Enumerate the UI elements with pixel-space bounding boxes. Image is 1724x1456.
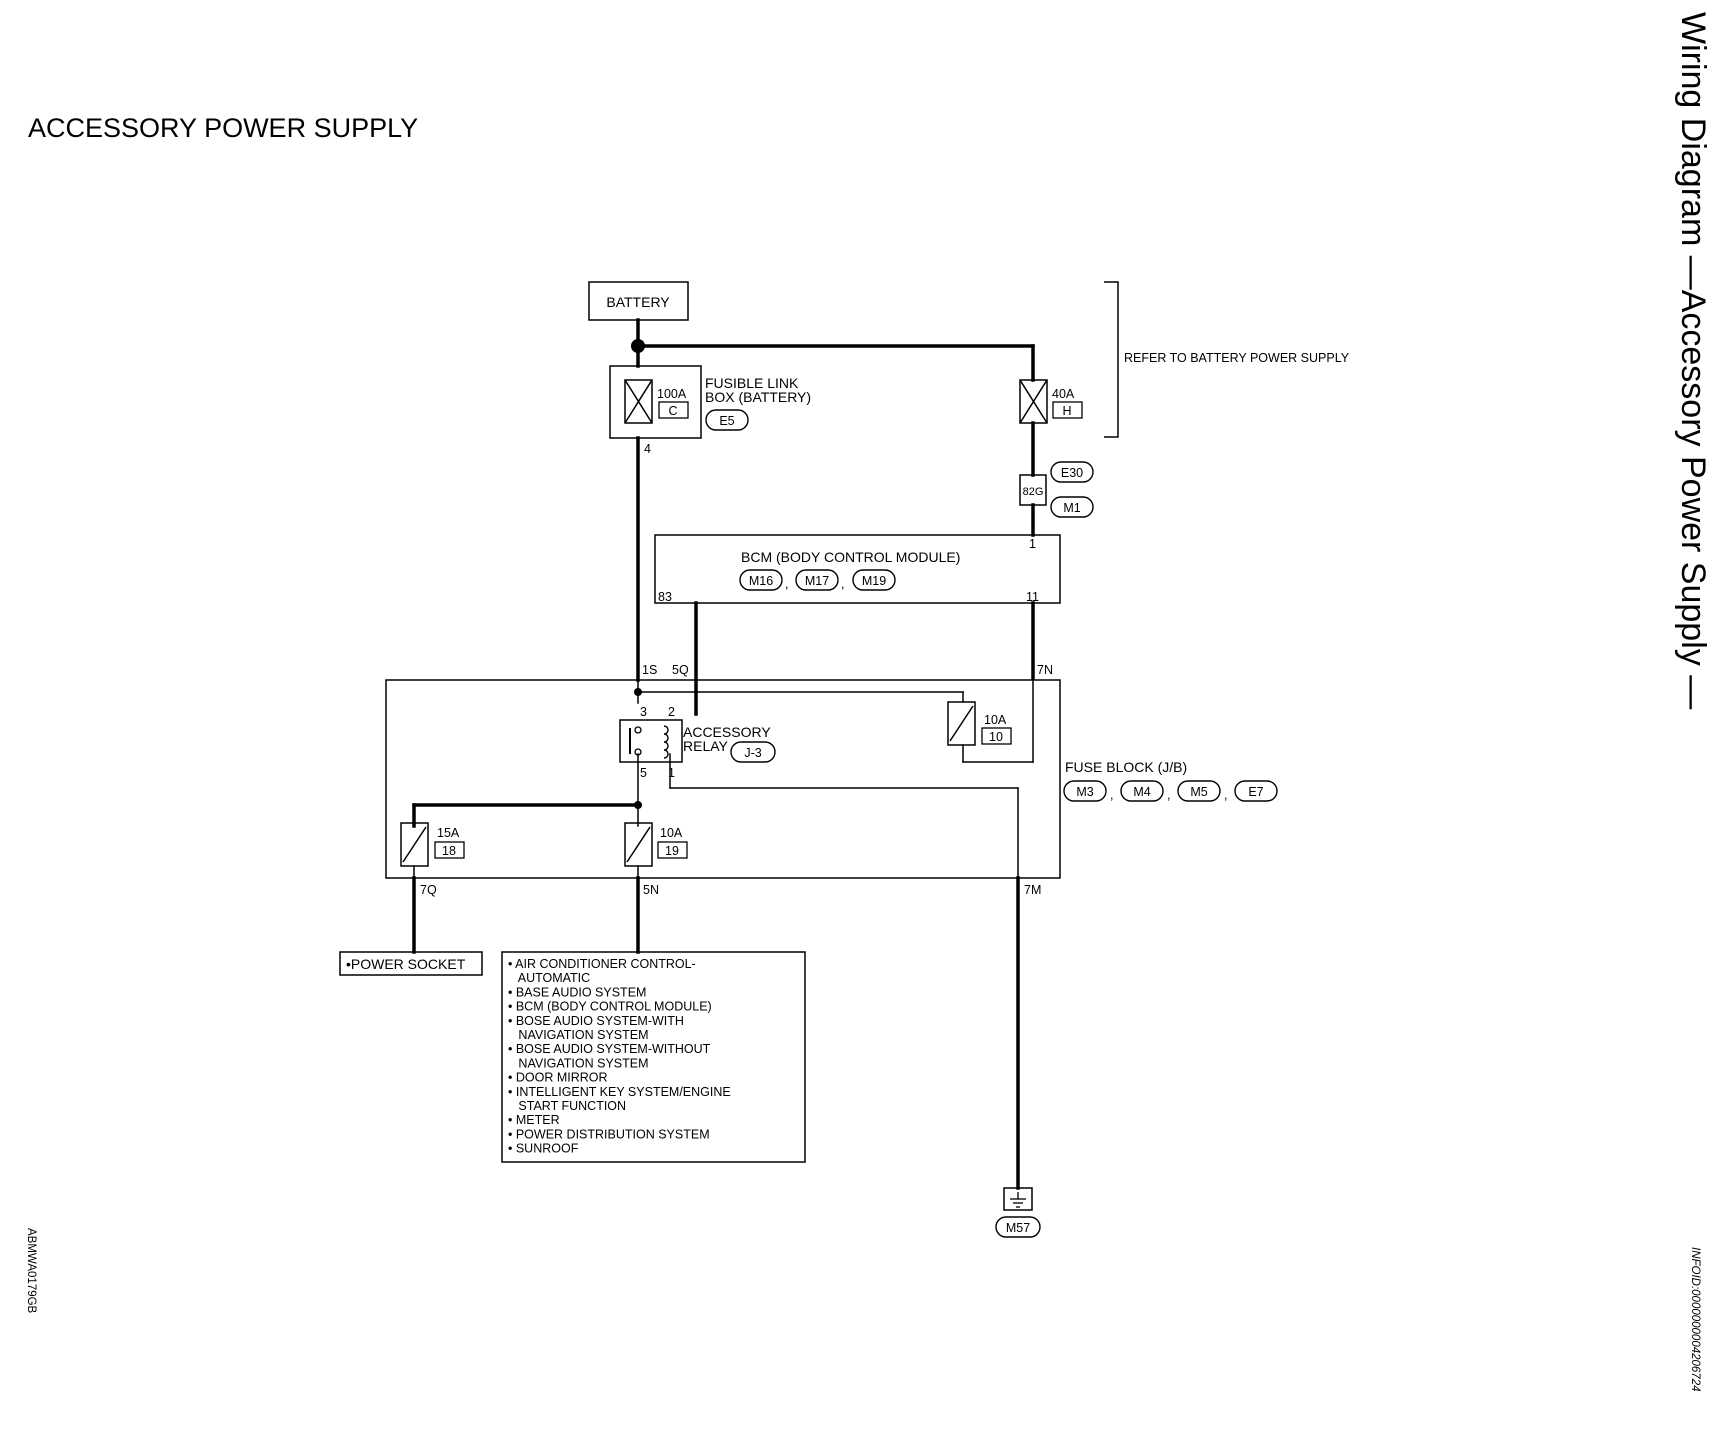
relay-label-2: RELAY bbox=[683, 738, 729, 754]
fuse-18: 15A 18 bbox=[400, 822, 465, 867]
junction-dot bbox=[634, 688, 642, 696]
ground: M57 bbox=[995, 1187, 1041, 1238]
harness-connector-code: 82G bbox=[1023, 486, 1044, 498]
loads-list-item: • BASE AUDIO SYSTEM bbox=[508, 985, 646, 999]
bcm-connector-m19: M19 bbox=[862, 574, 886, 588]
fuse-10-id: 10 bbox=[989, 730, 1003, 744]
fuse-block-connector-sep: , bbox=[1167, 788, 1170, 802]
fuse-block-connector-sep: , bbox=[1110, 788, 1113, 802]
side-title: Wiring Diagram —Accessory Power Supply — bbox=[1674, 12, 1712, 709]
fuse-18-rating: 15A bbox=[437, 826, 460, 840]
fuse-block-term-5n: 5N bbox=[643, 883, 659, 897]
harness-connector-bottom: M1 bbox=[1063, 501, 1080, 515]
fuse-block-term-1s: 1S bbox=[642, 663, 657, 677]
loads-list-item: NAVIGATION SYSTEM bbox=[508, 1056, 649, 1070]
accessory-relay: 3 2 5 1 ACCESSORY RELAY J-3 bbox=[619, 705, 776, 780]
fuse-block-connector-e7: E7 bbox=[1248, 785, 1263, 799]
fuse-block-connector-m3: M3 bbox=[1076, 785, 1093, 799]
loads-list-item: START FUNCTION bbox=[508, 1099, 626, 1113]
loads-list-item: • DOOR MIRROR bbox=[508, 1071, 608, 1085]
fuse-block-term-5q: 5Q bbox=[672, 663, 689, 677]
bcm-terminal-11: 11 bbox=[1026, 590, 1039, 604]
bcm-label: BCM (BODY CONTROL MODULE) bbox=[741, 549, 960, 565]
harness-connector-top: E30 bbox=[1061, 466, 1083, 480]
fuse-10-rating: 10A bbox=[984, 713, 1007, 727]
fuse-block-connector-m4: M4 bbox=[1133, 785, 1150, 799]
loads-list-item: • INTELLIGENT KEY SYSTEM/ENGINE bbox=[508, 1085, 731, 1099]
loads-list-item: • BOSE AUDIO SYSTEM-WITH bbox=[508, 1014, 684, 1028]
fusible-link-terminal: 4 bbox=[644, 442, 651, 456]
relay-connector: J-3 bbox=[744, 746, 761, 760]
loads-list-item: • BCM (BODY CONTROL MODULE) bbox=[508, 1000, 712, 1014]
fuse-40a-id: H bbox=[1062, 404, 1071, 418]
fuse-18-id: 18 bbox=[442, 844, 456, 858]
loads-list-item: • POWER DISTRIBUTION SYSTEM bbox=[508, 1127, 710, 1141]
fuse-block-term-7m: 7M bbox=[1024, 883, 1041, 897]
fusible-link-label-2: BOX (BATTERY) bbox=[705, 389, 811, 405]
loads-list-item: • SUNROOF bbox=[508, 1142, 579, 1156]
fuse-block: 1S 5Q 7N 7Q 5N 7M FUSE BLOCK (J/B) M3 , … bbox=[385, 663, 1278, 897]
loads-list-item: • METER bbox=[508, 1113, 560, 1127]
relay-pin-2: 2 bbox=[668, 705, 675, 719]
fusible-link-connector: E5 bbox=[719, 414, 734, 428]
fuse-block-term-7n: 7N bbox=[1037, 663, 1053, 677]
fuse-block-label: FUSE BLOCK (J/B) bbox=[1065, 759, 1187, 775]
bcm-connector-sep: , bbox=[841, 577, 844, 591]
fuse-19-id: 19 bbox=[665, 844, 679, 858]
power-socket: •POWER SOCKET bbox=[339, 951, 483, 976]
loads-list: • AIR CONDITIONER CONTROL- AUTOMATIC• BA… bbox=[501, 951, 806, 1163]
harness-connector-82g: 82G E30 M1 bbox=[1019, 461, 1094, 518]
loads-list-item: AUTOMATIC bbox=[508, 971, 590, 985]
fuse-block-connector-sep: , bbox=[1224, 788, 1227, 802]
junction-dot bbox=[634, 801, 642, 809]
relay-pin-5: 5 bbox=[640, 766, 647, 780]
fuse-19: 10A 19 bbox=[624, 822, 688, 867]
fuse-40a-rating: 40A bbox=[1052, 387, 1075, 401]
power-socket-label: •POWER SOCKET bbox=[346, 956, 466, 972]
ground-connector: M57 bbox=[1006, 1221, 1030, 1235]
fusible-link-label: FUSIBLE LINK bbox=[705, 375, 799, 391]
bcm-connector-m16: M16 bbox=[749, 574, 773, 588]
fuse-19-rating: 10A bbox=[660, 826, 683, 840]
loads-list-item: • BOSE AUDIO SYSTEM-WITHOUT bbox=[508, 1042, 711, 1056]
relay-pin-1: 1 bbox=[668, 766, 675, 780]
fuse-10: 10A 10 bbox=[947, 701, 1012, 746]
bcm-connector-m17: M17 bbox=[805, 574, 829, 588]
bcm-terminal-83: 83 bbox=[658, 590, 672, 604]
refer-note: REFER TO BATTERY POWER SUPPLY bbox=[1124, 351, 1350, 365]
bcm-terminal-1: 1 bbox=[1029, 537, 1036, 551]
fusible-link-fuse-id: C bbox=[668, 404, 677, 418]
page-title: ACCESSORY POWER SUPPLY bbox=[28, 113, 418, 143]
fusible-link-box: 100A C FUSIBLE LINK BOX (BATTERY) E5 4 bbox=[609, 365, 811, 456]
bcm-connector-sep: , bbox=[785, 577, 788, 591]
wires bbox=[412, 318, 1035, 1190]
fuse-block-term-7q: 7Q bbox=[420, 883, 437, 897]
refer-bracket: REFER TO BATTERY POWER SUPPLY bbox=[1104, 281, 1350, 438]
fuse-block-connector-m5: M5 bbox=[1190, 785, 1207, 799]
info-id: INFOID:0000000004206724 bbox=[1689, 1247, 1701, 1392]
bcm-module: BCM (BODY CONTROL MODULE) M16 , M17 , M1… bbox=[654, 534, 1061, 604]
battery-label: BATTERY bbox=[606, 294, 670, 310]
reference-code: ABMWA0179GB bbox=[25, 1228, 37, 1314]
loads-list-item: NAVIGATION SYSTEM bbox=[508, 1028, 649, 1042]
fuse-40a: 40A H bbox=[1019, 379, 1083, 424]
relay-pin-3: 3 bbox=[640, 705, 647, 719]
battery: BATTERY bbox=[588, 281, 689, 321]
fusible-link-rating: 100A bbox=[657, 387, 687, 401]
junction-dot bbox=[631, 339, 645, 353]
relay-label: ACCESSORY bbox=[683, 724, 771, 740]
loads-list-item: • AIR CONDITIONER CONTROL- bbox=[508, 957, 696, 971]
